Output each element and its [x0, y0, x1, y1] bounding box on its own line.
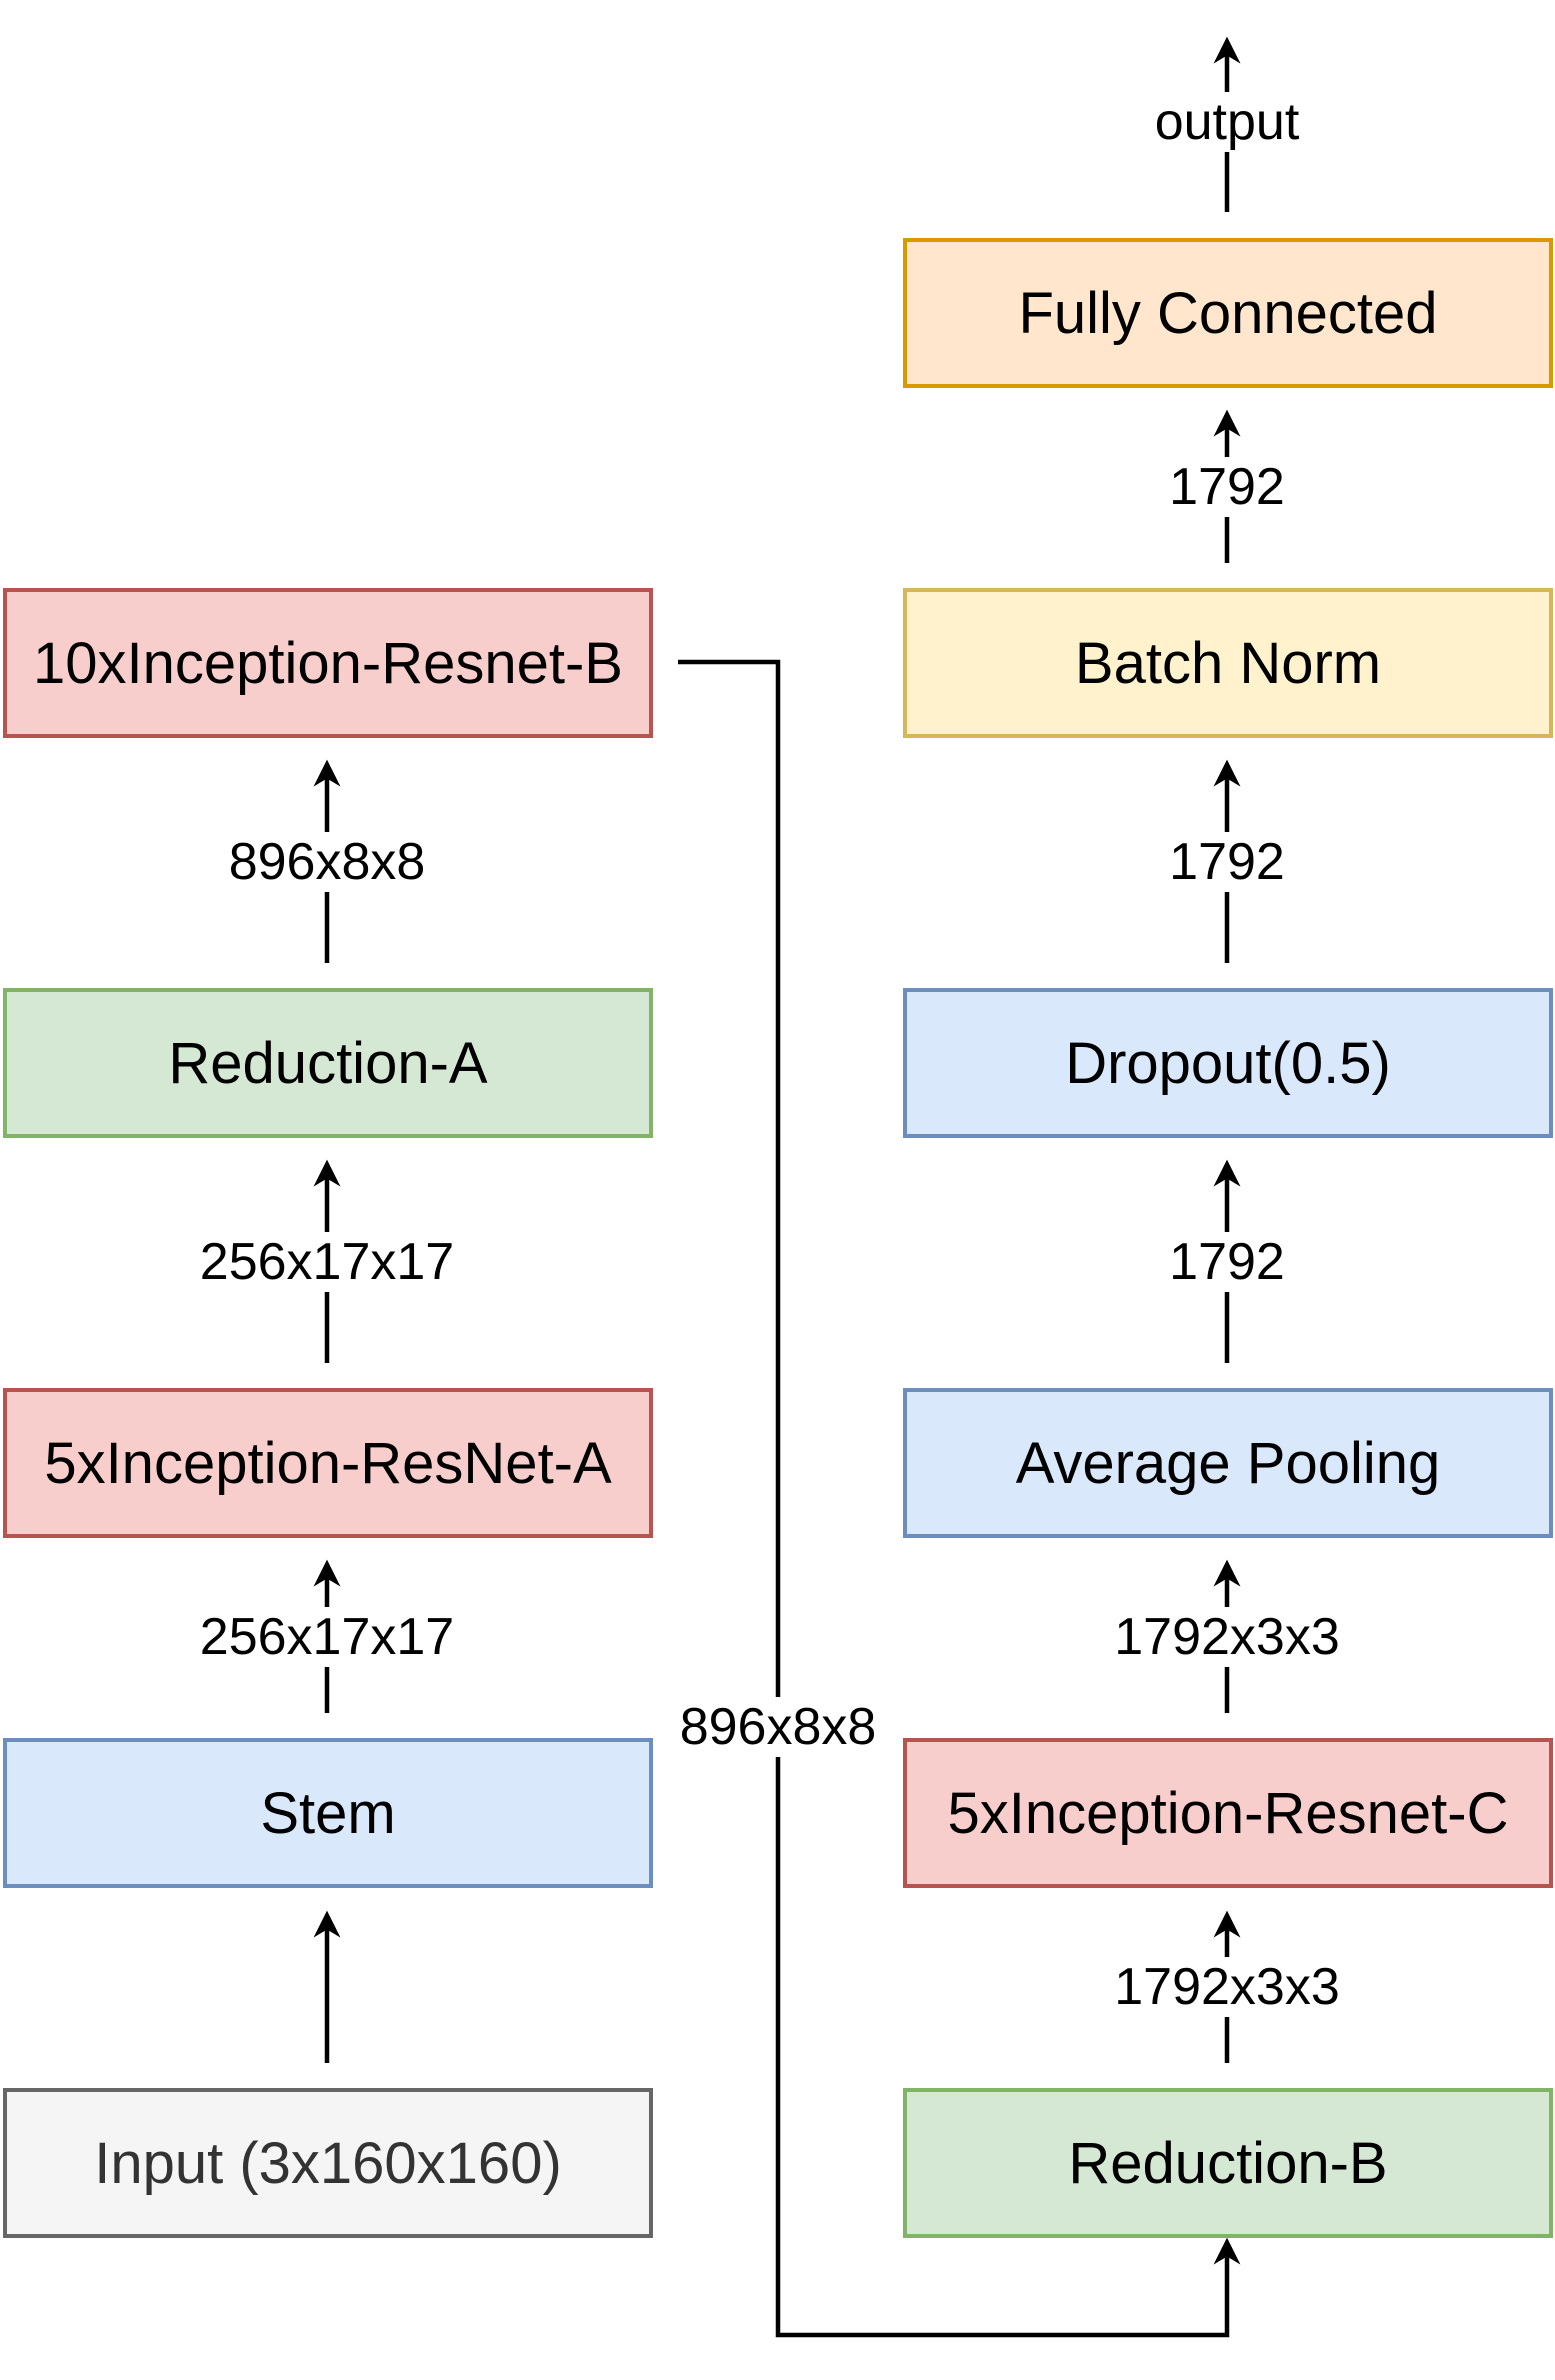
reduction-b-block: Reduction-B	[903, 2088, 1553, 2238]
edge-b-redb	[678, 659, 1241, 2338]
edge-label-reda-to-b: 896x8x8	[224, 832, 430, 892]
inception-resnet-c-block: 5xInception-Resnet-C	[903, 1738, 1553, 1888]
stem-block: Stem	[3, 1738, 653, 1888]
edge-label-b-to-redb: 896x8x8	[675, 1697, 881, 1757]
input-block: Input (3x160x160)	[3, 2088, 653, 2238]
average-pooling-block: Average Pooling	[903, 1388, 1553, 1538]
edge-label-redb-to-c: 1792x3x3	[1110, 1957, 1344, 2017]
inception-resnet-b-block: 10xInception-Resnet-B	[3, 588, 653, 738]
reduction-a-block: Reduction-A	[3, 988, 653, 1138]
inception-resnet-a-block: 5xInception-ResNet-A	[3, 1388, 653, 1538]
edge-label-c-to-pool: 1792x3x3	[1110, 1607, 1344, 1667]
edge-label-output: output	[1150, 92, 1304, 152]
edge-label-bn-to-fc: 1792	[1165, 457, 1289, 517]
dropout-block: Dropout(0.5)	[903, 988, 1553, 1138]
edge-label-a-to-reda: 256x17x17	[195, 1232, 459, 1292]
edge-label-dropout-to-bn: 1792	[1165, 832, 1289, 892]
fully-connected-block: Fully Connected	[903, 238, 1553, 388]
edge-label-pool-to-dropout: 1792	[1165, 1232, 1289, 1292]
edge-label-stem-to-a: 256x17x17	[195, 1607, 459, 1667]
batch-norm-block: Batch Norm	[903, 588, 1553, 738]
